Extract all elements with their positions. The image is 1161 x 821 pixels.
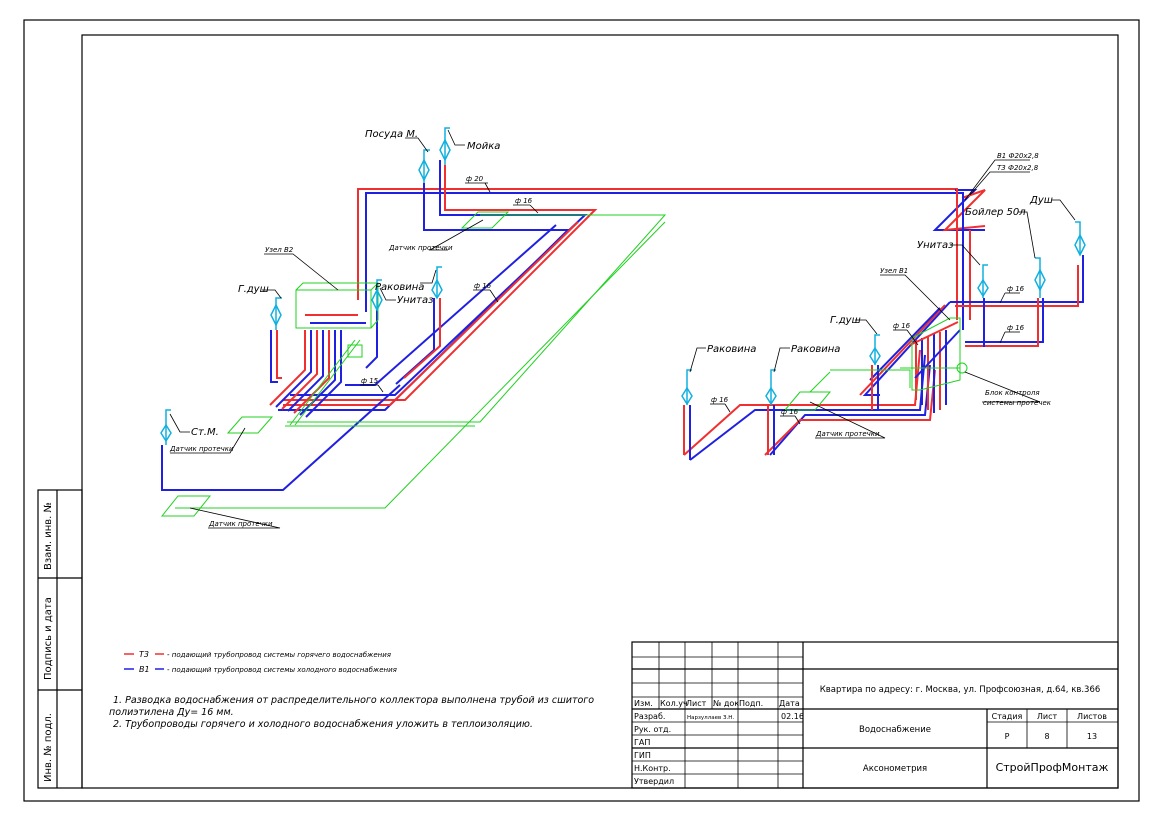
label-moika: Мойка <box>467 141 500 152</box>
label-rakovina-left: Раковина <box>375 282 424 293</box>
label-phi16-r2: ф 16 <box>1007 324 1025 332</box>
stamp-podpis: Подпись и дата <box>43 597 54 680</box>
tb-role-gap: ГАП <box>634 738 650 747</box>
tb-sheet-title: Аксонометрия <box>863 764 927 774</box>
label-dush: Душ <box>1029 195 1053 206</box>
fixture-posuda <box>418 149 430 183</box>
tb-hdr-data: Дата <box>779 699 800 708</box>
label-datchik-4: Датчик протечки <box>815 430 880 438</box>
tb-role-razrab: Разраб. <box>634 712 665 721</box>
label-datchik-3: Датчик протечки <box>208 520 273 528</box>
right-piping <box>683 189 1084 461</box>
label-phi16-r3: ф 16 <box>893 322 911 330</box>
label-phi16-a: ф 16 <box>515 197 533 205</box>
fixture-unitaz-r <box>977 264 989 298</box>
tb-hdr-list: Лист <box>686 699 707 708</box>
note-2: 2. Трубопроводы горячего и холодного вод… <box>113 719 533 730</box>
label-posuda: Посуда М. <box>365 129 418 140</box>
label-unitaz-left: Унитаз <box>397 295 433 306</box>
tb-role-utverdil: Утвердил <box>634 777 674 786</box>
title-block: Изм. Кол.уч Лист № док Подп. Дата Разраб… <box>631 641 1119 789</box>
tb-hdr-izm: Изм. <box>634 699 653 708</box>
right-fixtures <box>681 221 1086 406</box>
label-rakovina-r2: Раковина <box>791 344 840 355</box>
tb-hdr-ndok: № док <box>713 699 739 708</box>
label-phi15: ф 15 <box>361 377 379 385</box>
tb-hdr-podp: Подп. <box>739 699 763 708</box>
label-phi16-r5: ф 16 <box>781 408 799 416</box>
label-rakovina-r1: Раковина <box>707 344 756 355</box>
note-1-cont: полиэтилена Ду= 16 мм. <box>109 707 234 718</box>
fixture-rakovina <box>431 266 443 300</box>
tb-developer: Нарзуллаев З.Н. <box>687 715 734 721</box>
legend-text-t3: - подающий трубопровод системы горячего … <box>167 651 391 659</box>
tb-section: Водоснабжение <box>859 725 931 735</box>
label-blok-1: Блок контроля <box>985 389 1040 397</box>
tb-sheets-label: Листов <box>1077 712 1107 721</box>
label-phi20: ф 20 <box>466 175 484 183</box>
label-uzel-v2: Узел В2 <box>265 246 294 254</box>
left-piping <box>160 160 964 517</box>
stamp-inv: Инв. № подл. <box>43 713 54 782</box>
label-datchik-1: Датчик протечки <box>388 244 453 252</box>
label-datchik-2: Датчик протечки <box>169 445 234 453</box>
tb-sheet: 8 <box>1044 732 1049 741</box>
legend-text-v1: - подающий трубопровод системы холодного… <box>167 666 397 674</box>
tb-stage: Р <box>1005 732 1010 741</box>
tb-role-gip: ГИП <box>634 751 651 760</box>
outer-frame <box>23 19 1140 802</box>
label-phi16-b: ф 16 <box>474 282 492 290</box>
tb-company: СтройПрофМонтаж <box>996 761 1109 774</box>
tb-hdr-kolvo: Кол.уч <box>660 699 688 708</box>
legend-code-v1: В1 <box>139 665 150 674</box>
label-phi16-r1: ф 16 <box>1007 285 1025 293</box>
legend: Т3 - подающий трубопровод системы горяче… <box>124 650 397 674</box>
tb-role-nkontr: Н.Контр. <box>634 764 671 773</box>
label-v1-pipe: В1 Ф20х2,8 <box>997 152 1039 160</box>
right-labels: В1 Ф20х2,8 Т3 Ф20х2,8 Бойлер 50л Душ Уни… <box>689 152 1076 439</box>
fixture-stm <box>160 409 172 445</box>
fixture-rakovina-r1 <box>681 369 693 406</box>
tb-sheets: 13 <box>1087 732 1097 741</box>
label-boiler: Бойлер 50л <box>965 207 1026 218</box>
tb-address: Квартира по адресу: г. Москва, ул. Профс… <box>820 685 1101 695</box>
label-unitaz-right: Унитаз <box>917 240 953 251</box>
label-t3-pipe: Т3 Ф20х2,8 <box>997 164 1039 172</box>
label-phi16-r4: ф 16 <box>711 396 729 404</box>
fixture-unitaz <box>371 279 383 312</box>
label-blok-2: системы протечек <box>983 399 1052 407</box>
label-gdush-left: Г.душ <box>238 284 269 295</box>
label-gdush-right: Г.душ <box>830 315 861 326</box>
label-stm: Ст.М. <box>191 427 219 438</box>
inner-frame <box>81 34 1119 789</box>
side-stamp: Взам. инв. № Подпись и дата Инв. № подл. <box>37 489 83 789</box>
fixture-gdush-r <box>869 334 881 366</box>
fixture-gdush <box>270 297 282 330</box>
notes: 1. Разводка водоснабжения от распределит… <box>109 695 594 730</box>
tb-date: 02.16 <box>781 712 804 721</box>
label-uzel-v1: Узел В1 <box>880 267 908 275</box>
note-1: 1. Разводка водоснабжения от распределит… <box>113 695 594 706</box>
left-fixtures <box>160 127 451 445</box>
fixture-rakovina-r2 <box>765 369 777 406</box>
tb-stage-label: Стадия <box>992 712 1023 721</box>
tb-role-ruk: Рук. отд. <box>634 725 671 734</box>
fixture-boiler-out <box>1034 257 1046 298</box>
legend-code-t3: Т3 <box>139 650 149 659</box>
fixture-dush <box>1074 221 1086 257</box>
left-labels: Посуда М. Мойка ф 20 ф 16 Датчик протечк… <box>169 129 539 529</box>
stamp-vzam: Взам. инв. № <box>43 502 54 570</box>
fixture-moika <box>439 127 451 165</box>
tb-sheet-label: Лист <box>1037 712 1058 721</box>
